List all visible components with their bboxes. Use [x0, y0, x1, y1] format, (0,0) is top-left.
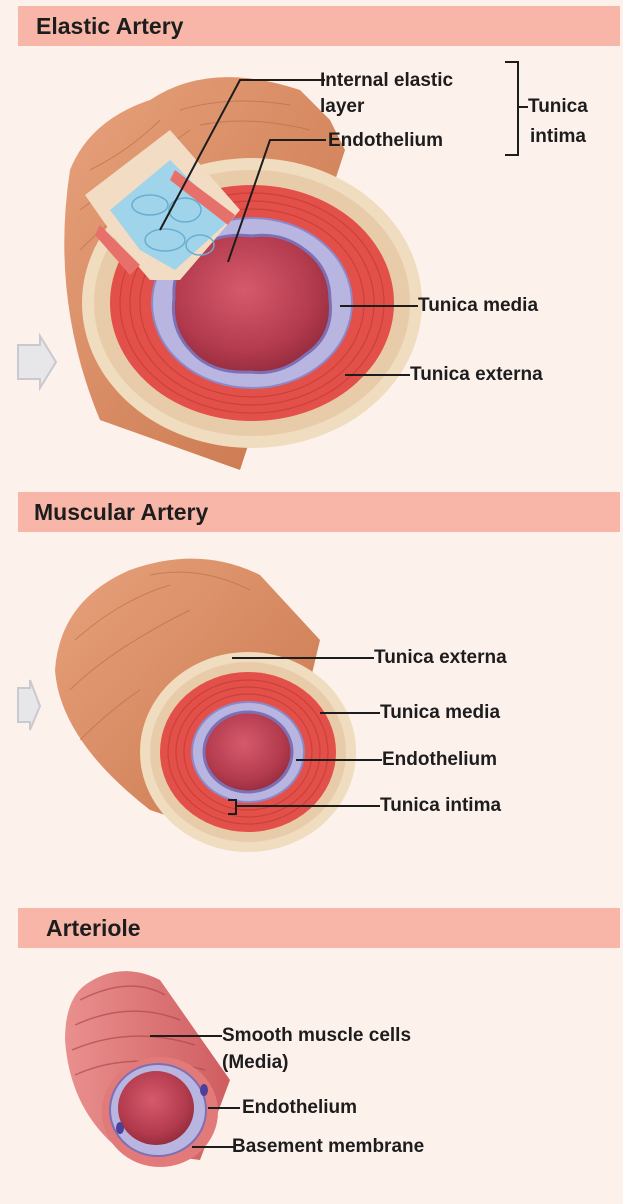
label-tunica-media-2: Tunica media — [380, 702, 500, 724]
label-internal-elastic-layer: layer — [320, 96, 364, 118]
label-smooth-muscle: Smooth muscle cells — [222, 1025, 411, 1047]
arrow-icon — [18, 336, 56, 388]
label-endothelium-2: Endothelium — [382, 749, 497, 771]
label-tunica-intima-2: Tunica intima — [380, 795, 501, 817]
label-tunica-externa-1: Tunica externa — [410, 364, 543, 386]
label-endothelium-1: Endothelium — [328, 130, 443, 152]
label-basement-membrane: Basement membrane — [232, 1136, 424, 1158]
arteriole-drawing — [65, 971, 230, 1167]
label-endothelium-3: Endothelium — [242, 1097, 357, 1119]
muscular-artery-drawing — [55, 559, 356, 852]
label-internal-elastic: Internal elastic — [320, 70, 453, 92]
label-tunica-intima-1b: intima — [530, 126, 586, 148]
label-tunica-externa-2: Tunica externa — [374, 647, 507, 669]
label-tunica-intima-1a: Tunica — [528, 96, 588, 118]
arrow-icon — [18, 680, 40, 730]
label-media: (Media) — [222, 1052, 289, 1074]
label-tunica-media-1: Tunica media — [418, 295, 538, 317]
